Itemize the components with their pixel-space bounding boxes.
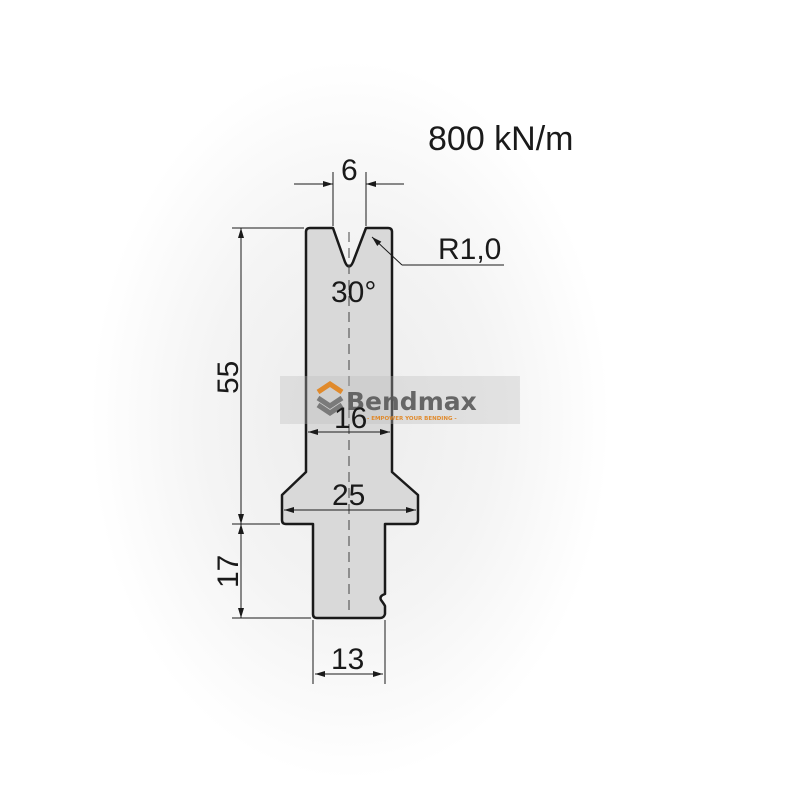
- dim-v-opening-label: 6: [341, 154, 358, 187]
- dim-shoulder-width-label: 25: [332, 479, 365, 512]
- dim-radius: R1,0: [371, 233, 504, 266]
- die-profile: [280, 226, 420, 620]
- watermark-brand: Bendmax: [346, 387, 477, 416]
- watermark-tagline: - EMPOWER YOUR BENDING -: [367, 416, 457, 422]
- dim-shank-height: 17: [212, 524, 311, 619]
- dim-shoulder-width: 25: [284, 479, 416, 513]
- dim-shank-height-label: 17: [212, 555, 245, 588]
- dim-height-label: 55: [212, 361, 245, 394]
- bendmax-logo-icon: [316, 380, 344, 417]
- dim-radius-label: R1,0: [438, 233, 501, 266]
- dim-shank-width: 13: [312, 620, 386, 684]
- watermark: Bendmax - EMPOWER YOUR BENDING -: [280, 376, 520, 424]
- dim-shank-width-label: 13: [331, 643, 364, 676]
- dim-v-opening: 6: [294, 154, 404, 226]
- dim-body-width: 16: [308, 402, 390, 435]
- dim-angle-label: 30°: [331, 276, 376, 309]
- capacity-label: 800 kN/m: [428, 120, 574, 158]
- dim-body-width-label: 16: [334, 402, 367, 435]
